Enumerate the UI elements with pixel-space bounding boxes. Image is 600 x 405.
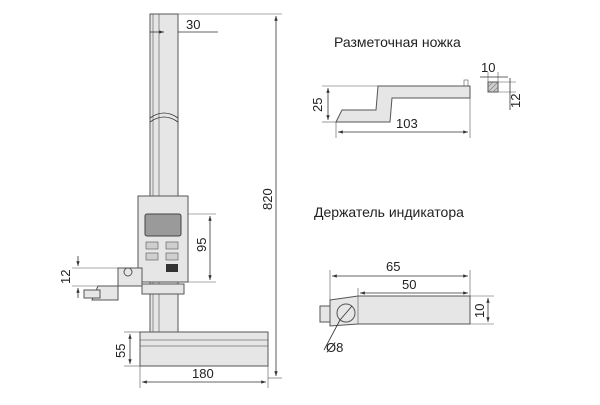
- dim-65-label: 65: [386, 259, 400, 274]
- holder-screw-head: [319, 305, 331, 323]
- display-button-3: [145, 252, 159, 261]
- display-button-4: [165, 252, 179, 261]
- digital-display: [144, 213, 182, 237]
- dim-column-width: 30: [150, 17, 218, 34]
- dim-scriber-tip-width: 10: [480, 60, 508, 82]
- dim-total-height: 820: [178, 13, 282, 379]
- scriber-body: [335, 85, 471, 123]
- fine-adjust-block: [141, 283, 185, 295]
- dim-50-label: 50: [402, 277, 416, 292]
- dim-base-height: 55: [113, 331, 140, 367]
- dim-clamp: 12: [58, 256, 118, 298]
- dim-820-label: 820: [260, 188, 275, 210]
- scriber-tip: [83, 289, 101, 299]
- gauge-base: [139, 331, 269, 367]
- dim-30-label: 30: [186, 17, 200, 32]
- scriber-drawing: [335, 79, 499, 123]
- dim-holder-total: 65: [329, 259, 471, 300]
- dim-base-width: 180: [139, 366, 269, 388]
- display-button-2: [165, 241, 179, 250]
- dim-180-label: 180: [192, 366, 214, 381]
- base-step: [139, 339, 269, 347]
- holder-caption: Держатель индикатора: [314, 204, 464, 220]
- dim-95-label: 95: [194, 238, 209, 252]
- dim-10h-label: 10: [472, 304, 487, 318]
- dim-10-label: 10: [481, 60, 495, 75]
- dim-scriber-height: 25: [310, 85, 378, 123]
- dim-holder-thickness: 10: [470, 295, 494, 325]
- height-gauge: [83, 13, 269, 367]
- clamp-screw: [123, 267, 133, 277]
- dim-scriber-length: 103: [335, 98, 471, 138]
- column-break-line-2: [149, 116, 179, 123]
- scriber-caption: Разметочная ножка: [334, 34, 461, 50]
- holder-drawing: [319, 295, 471, 327]
- dim-holder-bore: Ø8: [323, 319, 343, 355]
- display-button-1: [145, 241, 159, 250]
- bore-leader: [323, 319, 341, 351]
- dim-12t-label: 12: [508, 94, 523, 108]
- dim-25-label: 25: [310, 98, 325, 112]
- scriber-notch: [463, 79, 469, 87]
- dim-12-label: 12: [58, 270, 73, 284]
- dim-holder-arm: 50: [357, 277, 468, 296]
- bore-diagonal: [339, 305, 353, 321]
- dim-103-label: 103: [396, 116, 418, 131]
- dim-55-label: 55: [113, 344, 128, 358]
- section-hatch: [487, 81, 499, 93]
- bore-label: Ø8: [326, 340, 343, 355]
- display-button-5: [166, 264, 178, 272]
- gauge-slider: [137, 195, 189, 283]
- dim-scriber-tip-height: 12: [498, 78, 523, 110]
- column-break-line: [149, 112, 179, 119]
- dim-slider-height: 95: [188, 213, 216, 283]
